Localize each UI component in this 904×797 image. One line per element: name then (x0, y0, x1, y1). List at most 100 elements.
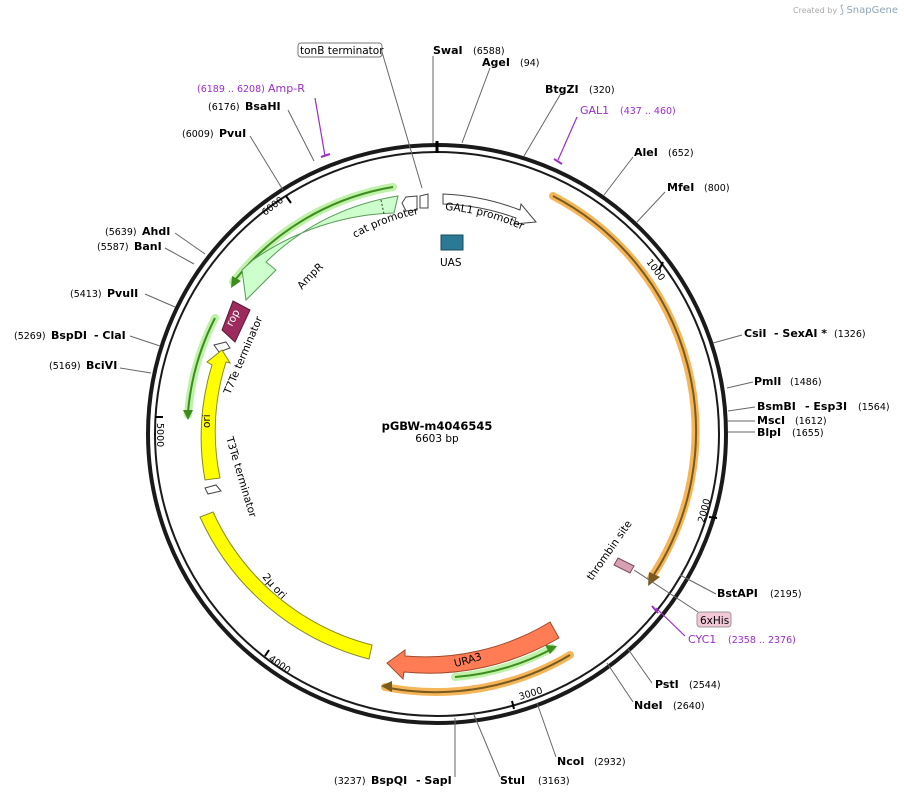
tonb-terminator-label: tonB terminator (300, 45, 384, 57)
site-bspqi-pos: (3237) (334, 776, 366, 787)
site-pvuii: PvuII (107, 287, 138, 300)
site-pvuii-pos: (5413) (70, 289, 102, 300)
site-pmli: PmlI (754, 375, 781, 388)
cat-promoter-feature (401, 195, 418, 212)
primer-cyc1-pos: (2358 .. 2376) (728, 635, 796, 646)
primer-gal1: GAL1 (437 .. 460) (553, 104, 676, 165)
site-blpi-pos: (1655) (792, 428, 824, 439)
site-bcivi: BciVI (86, 359, 117, 372)
tick-label-5000: 5000 (154, 423, 165, 447)
his-tag-leader-line (633, 569, 699, 613)
primer-amp-r-name: Amp-R (268, 82, 305, 95)
site-bstapi: BstAPI (717, 587, 758, 600)
site-agei-pos: (94) (520, 58, 540, 69)
tick-label-2000: 2000 (696, 498, 713, 524)
site-bsmbi: BsmBI (757, 400, 796, 413)
ura3-arrow (386, 621, 560, 681)
site-ncoi: NcoI (557, 755, 584, 768)
site-sexai: - SexAI * (774, 327, 827, 340)
t3te-terminator-label: T3Te terminator (223, 434, 259, 519)
site-stui-pos: (3163) (538, 776, 570, 787)
site-stui: StuI (500, 774, 525, 787)
site-alei-pos: (652) (668, 148, 694, 159)
gal1-promoter-arrow (442, 193, 537, 225)
site-esp3i: - Esp3I (805, 400, 847, 413)
tonb-terminator-feature (419, 193, 429, 209)
primer-gal1-name: GAL1 (580, 104, 609, 117)
site-bsmbi-pos: (1564) (858, 402, 890, 413)
tick-6000: 6000 (260, 195, 292, 218)
site-psti-pos: (2544) (689, 680, 721, 691)
site-bsahi: BsaHI (245, 100, 281, 113)
site-pmli-pos: (1486) (790, 377, 822, 388)
primer-cyc1-name: CYC1 (688, 633, 716, 646)
green-orf-near-ura3 (451, 644, 557, 681)
primer-cyc1: CYC1 (2358 .. 2376) (651, 605, 796, 646)
orange-orf-small (381, 651, 574, 696)
site-agei: AgeI (482, 56, 510, 69)
rop-arrow (221, 300, 251, 343)
uas-box (440, 234, 464, 251)
site-swai-pos: (6588) (473, 46, 505, 57)
site-sapi: - SapI (416, 774, 452, 787)
his-tag-label: 6xHis (700, 615, 729, 627)
tick-4000: 4000 (264, 649, 292, 676)
site-bspqi: BspQI (371, 774, 407, 787)
site-ahdi: AhdI (142, 225, 170, 238)
site-alei: AleI (634, 146, 658, 159)
site-mfei: MfeI (667, 181, 694, 194)
two-micron-ori-feature (199, 511, 373, 660)
site-bspdi: BspDI (51, 329, 87, 342)
t3te-terminator-feature (204, 484, 222, 495)
snapgene-logo-icon: ⟆ (839, 3, 844, 16)
site-btgzi: BtgZI (545, 83, 579, 96)
t7te-terminator-feature (213, 341, 231, 353)
tonb-terminator-box (297, 42, 383, 58)
site-ndei-pos: (2640) (673, 701, 705, 712)
credit-prefix: Created by (793, 6, 838, 15)
site-pvui-pos: (6009) (182, 129, 214, 140)
site-mfei-pos: (800) (704, 183, 730, 194)
site-pvui: PvuI (219, 127, 246, 140)
site-csii: CsiI (744, 327, 766, 340)
thrombin-site-label: thrombin site (585, 518, 635, 582)
tick-5000: 5000 (154, 416, 165, 447)
green-orf-t7te (183, 314, 219, 420)
ori-label: ori (201, 414, 213, 428)
site-blpi: BlpI (757, 426, 781, 439)
site-bani: BanI (134, 240, 162, 253)
site-bcivi-pos: (5169) (49, 361, 81, 372)
site-ahdi-pos: (5639) (105, 227, 137, 238)
site-msci: MscI (757, 414, 785, 427)
site-msci-pos: (1612) (795, 416, 827, 427)
thrombin-site-feature (613, 557, 635, 574)
tick-label-4000: 4000 (266, 653, 292, 676)
site-clai: - ClaI (94, 329, 126, 342)
primer-gal1-pos: (437 .. 460) (620, 106, 676, 117)
ori-arrow (200, 349, 232, 481)
site-psti: PstI (655, 678, 679, 691)
plasmid-size: 6603 bp (415, 433, 459, 445)
site-ncoi-pos: (2932) (594, 757, 626, 768)
site-bsahi-pos: (6176) (208, 102, 240, 113)
his-tag-box (696, 611, 732, 628)
site-ndei: NdeI (634, 699, 663, 712)
ampr-arrow (241, 195, 399, 302)
site-bspdi-pos: (5269) (14, 331, 46, 342)
site-csii-pos: (1326) (834, 329, 866, 340)
snapgene-credit: Created by ⟆ SnapGene (793, 3, 898, 16)
credit-brand: SnapGene (846, 5, 898, 16)
site-bstapi-pos: (2195) (770, 589, 802, 600)
orange-orf-feature (549, 192, 700, 586)
site-btgzi-pos: (320) (589, 85, 615, 96)
site-bani-pos: (5587) (97, 242, 129, 253)
plasmid-name: pGBW-m4046545 (382, 419, 493, 433)
ampr-label: AmpR (295, 261, 326, 292)
site-swai: SwaI (433, 44, 463, 57)
primer-amp-r-pos: (6189 .. 6208) (197, 84, 265, 95)
site-leader-lines (119, 56, 756, 778)
primer-amp-r: (6189 .. 6208) Amp-R (197, 82, 331, 158)
tonb-leader-line (381, 51, 423, 189)
uas-label: UAS (440, 257, 462, 269)
